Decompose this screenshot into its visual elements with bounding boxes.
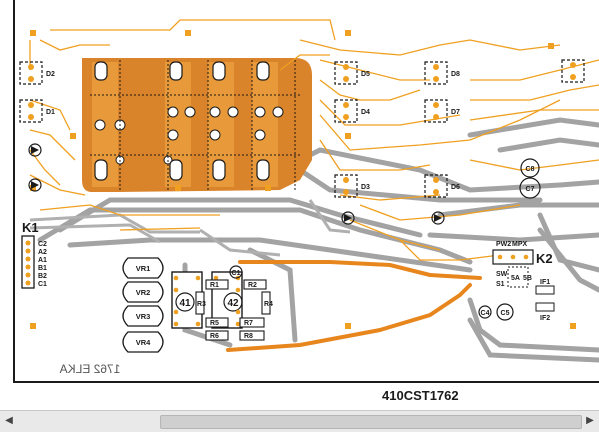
k1-pin-label: B1: [38, 265, 47, 272]
diode-footprints: [19, 59, 585, 198]
pcb-layout: K1 K2 C2 A2 A1 B1 B2 C1 VR1 VR2 VR3 VR4 …: [13, 0, 599, 403]
scrollbar-thumb[interactable]: [160, 415, 582, 429]
gray-traces: [37, 117, 599, 363]
diode-label: D8: [451, 71, 460, 78]
cap-label: C8: [526, 166, 535, 173]
resistor-label: R7: [244, 320, 253, 327]
resistor-label: R3: [197, 301, 206, 308]
cap-label: C5: [501, 310, 510, 317]
diode-label: D1: [46, 109, 55, 116]
resistor-label: R5: [210, 320, 219, 327]
cap-label: C7: [526, 186, 535, 193]
capacitor-icons: [229, 158, 541, 321]
pot-label: VR4: [136, 338, 151, 347]
k1-pin-label: B2: [38, 273, 47, 280]
ic-label: 42: [227, 298, 239, 309]
diode-label: D5: [361, 71, 370, 78]
resistor-label: R4: [264, 301, 273, 308]
switch-label: MPX: [512, 241, 528, 248]
k1-pin-label: C1: [38, 281, 47, 288]
k2-connector: [492, 249, 555, 312]
cap-label: C4: [481, 310, 490, 317]
scroll-left-arrow-icon[interactable]: ◀: [5, 415, 13, 426]
pot-icon: [122, 257, 164, 353]
resistor-label: R6: [210, 333, 219, 340]
diode-label: D3: [361, 184, 370, 191]
switch-label: S1: [496, 281, 505, 288]
led-icon: [28, 143, 445, 225]
labels: K1 K2 C2 A2 A1 B1 B2 C1 VR1 VR2 VR3 VR4 …: [22, 71, 553, 403]
part-number: 410CST1762: [382, 388, 459, 403]
filter-label: IF2: [540, 315, 550, 322]
resistor-label: R8: [244, 333, 253, 340]
filter-label: IF1: [540, 279, 550, 286]
switch-label: 5B: [523, 275, 532, 282]
pot-label: VR3: [136, 312, 151, 321]
resistor-label: R1: [210, 282, 219, 289]
k1-pin-label: A2: [38, 249, 47, 256]
diode-label: D4: [361, 109, 370, 116]
diode-label: D2: [46, 71, 55, 78]
ground-pads: [90, 60, 300, 190]
diode-label: D6: [451, 184, 460, 191]
pot-label: VR1: [136, 264, 151, 273]
horizontal-scrollbar[interactable]: ◀ ▶: [0, 410, 599, 432]
ic-label: 41: [179, 298, 191, 309]
k1-connector: [21, 235, 35, 289]
switch-label: SW: [496, 271, 508, 278]
scroll-right-arrow-icon[interactable]: ▶: [586, 415, 594, 426]
mirrored-board-marking: 1762 ELKA: [60, 362, 121, 376]
k1-pin-label: C2: [38, 241, 47, 248]
k1-pin-label: A1: [38, 257, 47, 264]
switch-label: 5A: [511, 275, 520, 282]
cap-label: C1: [232, 270, 241, 277]
gray-traces-thin: [29, 199, 351, 257]
orange-traces: [29, 19, 599, 261]
diode-label: D7: [451, 109, 460, 116]
orange-power-traces: [226, 260, 482, 352]
pot-label: VR2: [136, 288, 151, 297]
resistor-label: R2: [248, 282, 257, 289]
switch-label: PW2: [496, 241, 511, 248]
k1-label: K1: [22, 220, 39, 235]
k2-label: K2: [536, 251, 553, 266]
resistor-icons: [195, 279, 271, 341]
diode-pads: [28, 62, 576, 195]
board-outline: [13, 0, 599, 383]
